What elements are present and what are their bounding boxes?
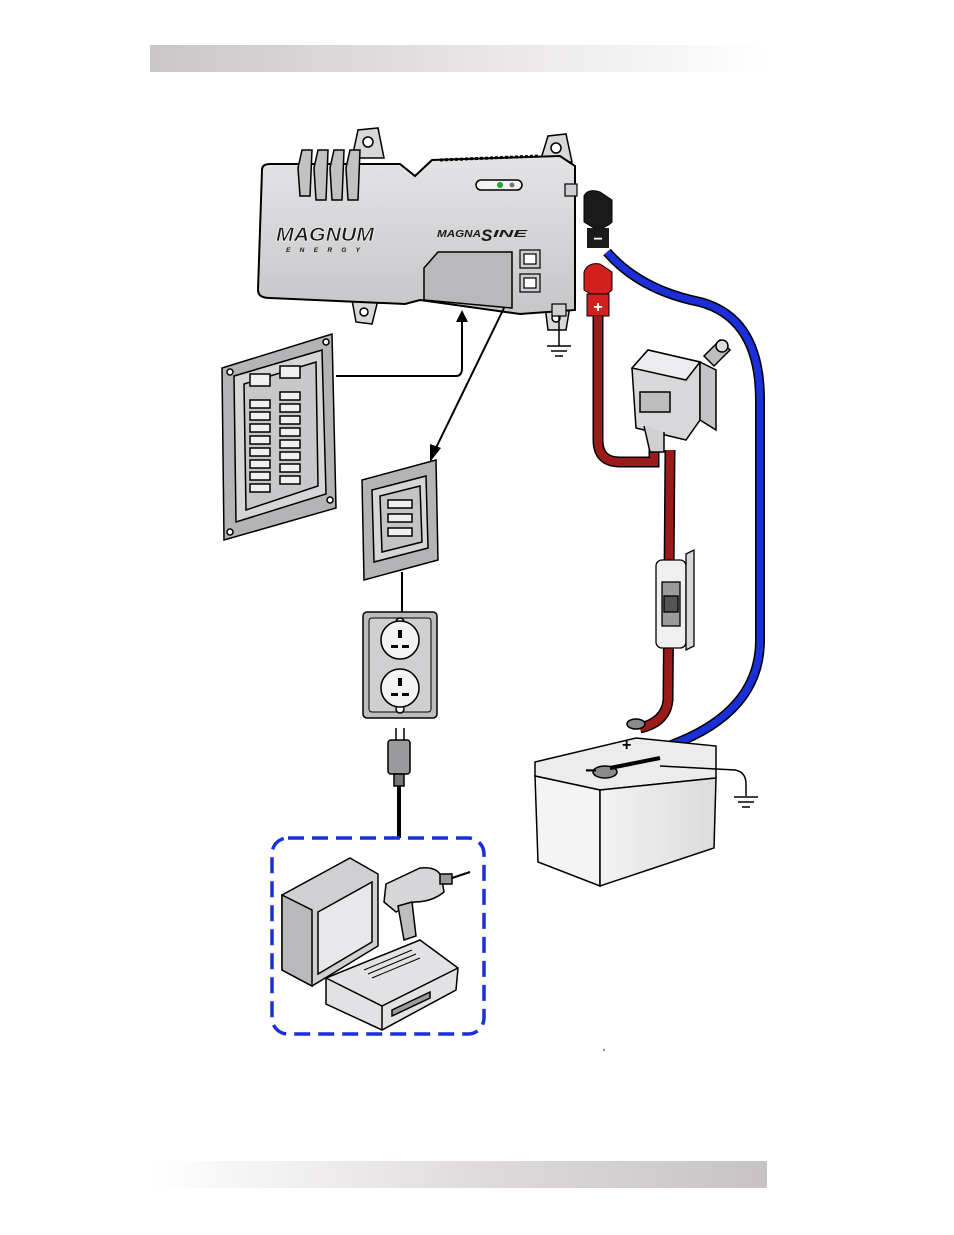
negative-cable-fill: [607, 252, 760, 752]
product-logo-part-c: INE: [493, 229, 528, 240]
power-button-icon: [510, 183, 515, 188]
ac-output-line: [434, 308, 504, 452]
dc-negative-terminal: −: [584, 191, 612, 248]
product-logo-part-b: S: [481, 226, 493, 245]
dc-positive-terminal: +: [584, 264, 612, 316]
positive-terminal-symbol: +: [593, 299, 602, 316]
drill-icon: [384, 868, 470, 940]
battery-icon: + −: [535, 719, 716, 886]
breaker-panel-icon: [222, 334, 336, 540]
sub-panel-icon: [362, 460, 438, 580]
fuse-icon: [656, 550, 694, 650]
inverter: MAGNUM E N E R G Y MAGNA S INE − +: [258, 128, 612, 330]
product-logo-part-a: MAGNA: [437, 229, 481, 240]
stray-mark: [603, 1049, 605, 1051]
status-led-icon: [497, 182, 503, 188]
arrow-head-icon: [430, 444, 441, 462]
plug-icon: [388, 728, 410, 786]
outlet-icon: [363, 612, 437, 718]
battery-positive-symbol: +: [622, 737, 631, 754]
arrow-head-icon: [456, 310, 468, 322]
ac-input-line: [336, 318, 462, 376]
battery-negative-symbol: −: [585, 760, 597, 782]
negative-terminal-symbol: −: [593, 231, 602, 248]
ac-wiring-compartment: [424, 252, 512, 308]
disconnect-switch-icon: [632, 340, 730, 452]
brand-logo-text: MAGNUM: [276, 225, 375, 246]
